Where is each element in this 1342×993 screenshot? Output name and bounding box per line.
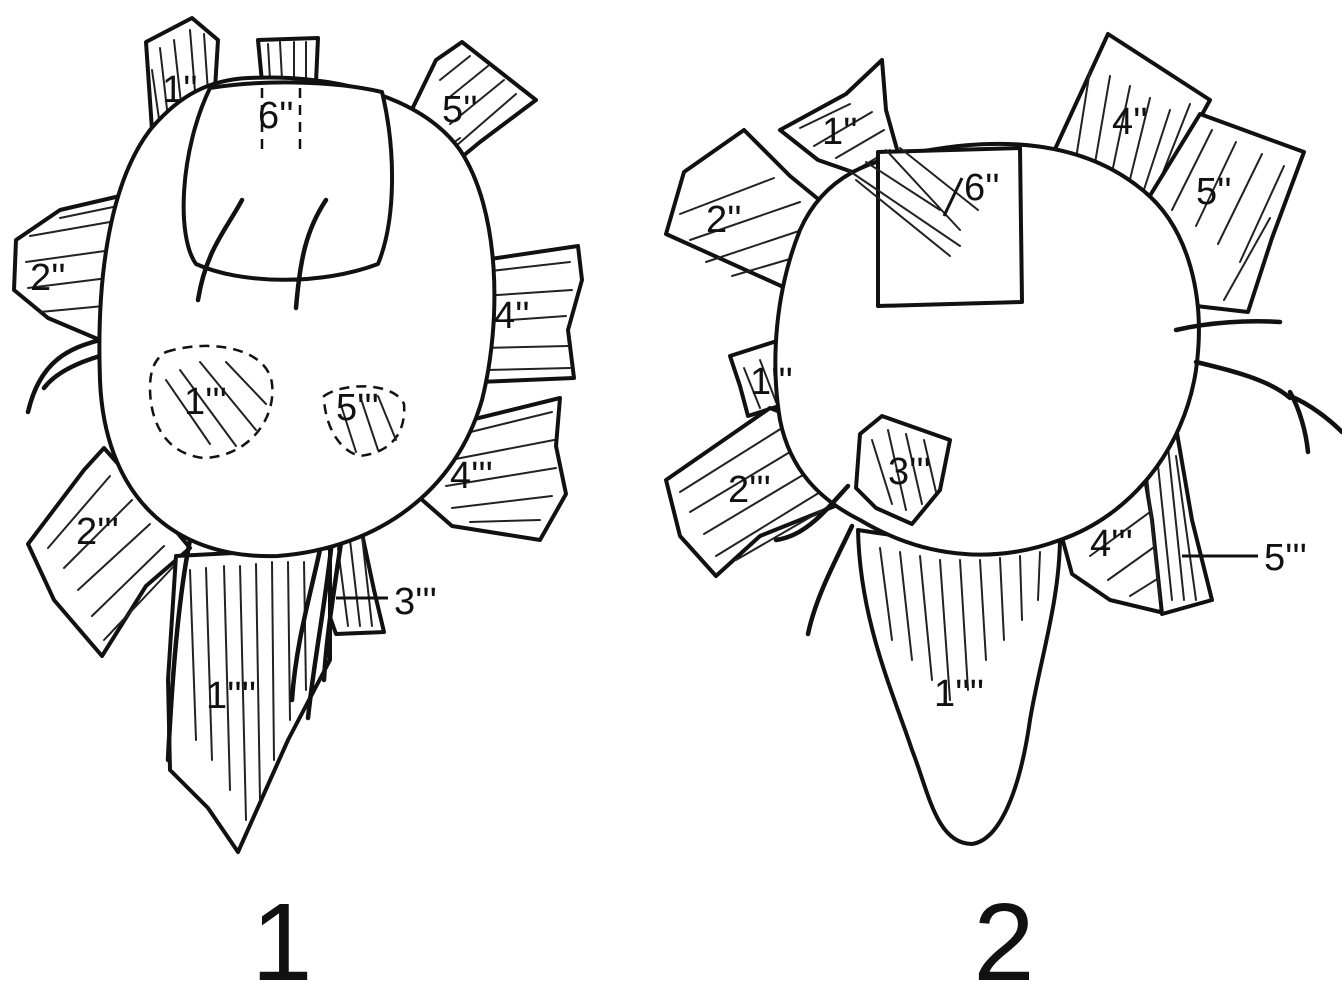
- label-6pp-fig1: 6'': [258, 95, 294, 137]
- label-2pp-fig1: 2'': [30, 257, 66, 299]
- threads-fig2: [773, 319, 1342, 637]
- label-1pp-fig1: 1'': [162, 69, 198, 111]
- label-5ppp-fig1: 5''': [336, 387, 379, 429]
- figure-2: 1'' 6'' 4'' 5'' 2'' 1''' 2''' 3''' 4''' …: [664, 32, 1342, 993]
- label-4ppp-fig2: 4''': [1090, 523, 1133, 565]
- label-2pp-fig2: 2'': [706, 199, 742, 241]
- plate-1pp-fig2: [778, 58, 902, 178]
- label-3ppp-fig2: 3''': [888, 451, 931, 493]
- plate-3ppp-fig2: [854, 414, 952, 526]
- label-4ppp-fig1: 4''': [450, 455, 493, 497]
- label-6pp-fig2: 6'': [964, 167, 1000, 209]
- label-5pp-fig1: 5'': [442, 89, 478, 131]
- plate-6pp-stub-fig1: [256, 36, 320, 84]
- figure-number-2: 2: [973, 881, 1034, 993]
- plate-5ppp-fig1: [322, 385, 406, 458]
- label-4pp-fig2: 4'': [1112, 101, 1148, 143]
- label-2ppp-fig2: 2''': [728, 469, 771, 511]
- figure-1: 1'' 6'' 5'' 2'' 4'' 1''' 5''' 4''' 2''' …: [12, 16, 584, 993]
- label-3ppp-fig1: 3''': [394, 581, 437, 623]
- label-5pp-fig2: 5'': [1196, 171, 1232, 213]
- label-5ppp-fig2: 5''': [1264, 537, 1307, 579]
- label-1pp-fig2: 1'': [822, 111, 858, 153]
- plate-6pp-fig2: [876, 146, 1024, 308]
- label-4pp-fig1: 4'': [494, 295, 530, 337]
- leader-6pp-fig2: [942, 177, 964, 217]
- label-1pppp-fig1: 1'''': [206, 675, 256, 717]
- threads-fig1: [25, 337, 345, 763]
- label-2ppp-fig1: 2''': [76, 511, 119, 553]
- plate-6pp-fig1: [181, 80, 394, 282]
- plate-1ppp-fig1: [148, 344, 274, 460]
- label-1ppp-fig2: 1''': [750, 361, 793, 403]
- label-1ppp-fig1: 1''': [184, 381, 227, 423]
- figure-number-1: 1: [251, 881, 312, 993]
- label-1pppp-fig2: 1'''': [934, 673, 984, 715]
